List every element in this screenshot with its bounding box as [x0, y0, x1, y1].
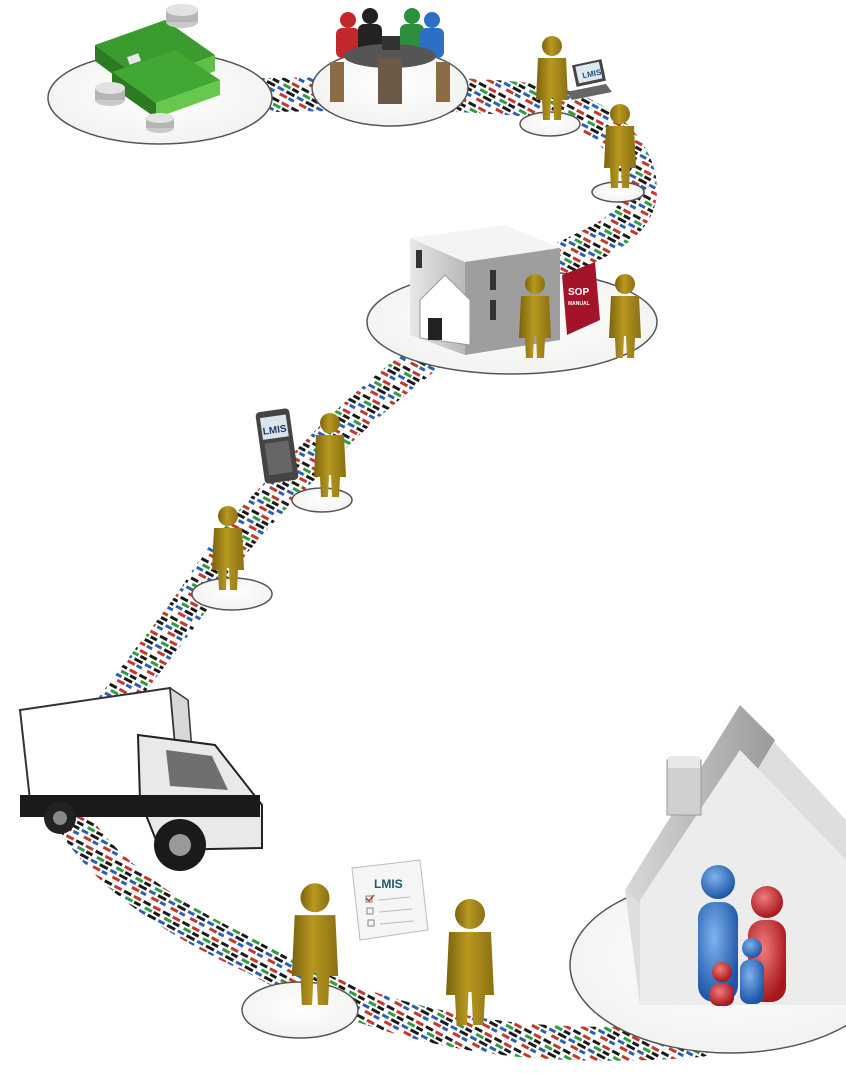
household-destination-station [570, 705, 846, 1053]
planning-meeting-station [312, 8, 468, 126]
lmis-form-icon: LMIS [352, 860, 428, 940]
sop-manual-label: MANUAL [568, 301, 590, 307]
sop-label: SOP [568, 287, 589, 298]
delivery-truck-icon [20, 688, 262, 871]
funding-station [48, 4, 272, 144]
mobile-phone-icon: LMIS [255, 408, 299, 484]
form-title-label: LMIS [374, 877, 403, 891]
